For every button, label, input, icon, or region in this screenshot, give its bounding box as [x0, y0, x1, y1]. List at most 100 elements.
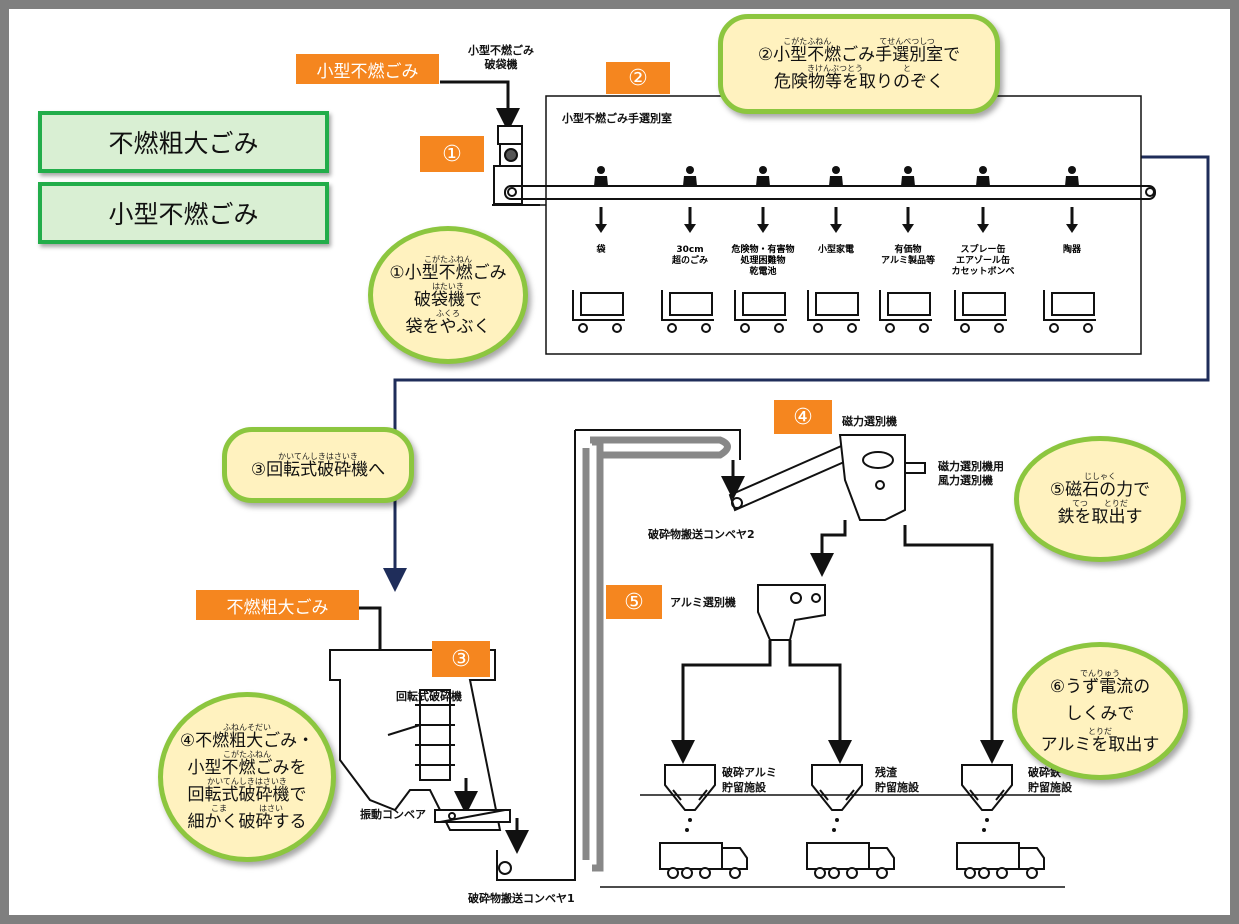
b6-ruby3: とりだ — [1088, 726, 1112, 736]
step-3-text: ③ — [451, 646, 471, 672]
conveyor-1-label: 破砕物搬送コンベヤ1 — [468, 892, 575, 905]
magnetic-separator-machine — [838, 434, 926, 521]
aluminum-storage-label: 破砕アルミ 貯留施設 — [722, 765, 777, 795]
bubble-crushing: ふねんそだい ④不燃粗大ごみ・ こがたふねん 小型不燃ごみを かいてんしきはさい… — [158, 692, 336, 862]
storage-hopper-truck — [659, 764, 748, 879]
vibrating-conveyor-machine — [434, 809, 511, 823]
b5-line2: 鉄を取出す — [1057, 507, 1143, 527]
worker-station — [1043, 166, 1096, 333]
wind-line2: 風力選別機 — [938, 474, 993, 487]
b4-ruby4: こま はさい — [211, 804, 283, 813]
residue-storage-line1: 残渣 — [875, 766, 897, 779]
b3-ruby1: かいてんしきはさいき — [278, 451, 358, 461]
b1-line3: 袋をやぶく — [405, 316, 491, 337]
rotary-crusher-label: 回転式破砕機 — [396, 690, 462, 703]
bubble-sorting-room: こがたふねん てせんべつしつ ②小型不燃ごみ手選別室で きけんぶつとう と 危険… — [718, 14, 1000, 114]
sort-item-line: アルミ製品等 — [881, 256, 935, 266]
b6-ruby1: でんりゅう — [1080, 668, 1120, 678]
sort-item-line: カセットボンベ — [951, 267, 1015, 277]
sort-item-line: エアゾール缶 — [955, 256, 1010, 266]
alu-arrow-left — [671, 640, 772, 764]
sort-item-label: スプレー缶エアゾール缶カセットボンベ — [947, 245, 1019, 278]
mag-arrow-iron — [903, 525, 1004, 764]
conveyor-2-label: 破砕物搬送コンベヤ2 — [648, 528, 755, 541]
b2-line2: 危険物等を取りのぞく — [774, 72, 944, 92]
storage-hopper-truck — [806, 764, 895, 879]
wind-line1: 磁力選別機用 — [938, 460, 1004, 473]
b2-ruby1: こがたふねん てせんべつしつ — [783, 37, 935, 46]
sorting-room-label: 小型不燃ごみ手選別室 — [562, 112, 672, 125]
category-small-label: 小型不燃ごみ — [108, 200, 259, 229]
sort-item-line: 陶器 — [1062, 245, 1081, 255]
bag-breaker-label: 小型不燃ごみ 破袋機 — [468, 44, 534, 72]
bubble-eddy-current: でんりゅう ⑥うず電流の しくみで とりだ アルミを取出す — [1012, 642, 1188, 780]
b1-line2: 破袋機で — [414, 289, 482, 310]
step-marker-4: ④ — [774, 400, 832, 434]
step-marker-5: ⑤ — [606, 585, 662, 619]
alu-storage-line2: 貯留施設 — [722, 781, 766, 794]
magnetic-separator-label: 磁力選別機 — [842, 415, 897, 428]
b2-ruby2: きけんぶつとう と — [807, 64, 911, 73]
b4-ruby2: こがたふねん — [223, 750, 271, 759]
step-4-text: ④ — [793, 404, 813, 430]
b1-ruby3: ふくろ — [436, 308, 460, 318]
b4-line3: 回転式破砕機で — [187, 785, 307, 805]
step-5-text: ⑤ — [624, 589, 644, 615]
input-small-text: 小型不燃ごみ — [316, 61, 419, 82]
input-label-bulky-waste: 不燃粗大ごみ — [196, 590, 359, 620]
sort-item-line: スプレー缶 — [960, 245, 1006, 255]
worker-station — [734, 166, 787, 333]
input-bulky-text: 不燃粗大ごみ — [226, 597, 329, 618]
magnetic-wind-label: 磁力選別機用 風力選別機 — [938, 460, 1004, 488]
sort-item-line: 小型家電 — [817, 245, 854, 255]
b5-line1: ⑤磁石の力で — [1049, 480, 1151, 500]
sort-item-label: 陶器 — [1036, 245, 1108, 256]
step-marker-2: ② — [606, 62, 670, 94]
b5-ruby2: てつ とりだ — [1072, 499, 1128, 508]
conveyor-2 — [728, 438, 862, 512]
sort-item-label: 危険物・有害物処理困難物乾電池 — [727, 245, 799, 278]
rotary-crusher-machine — [329, 649, 502, 831]
sort-item-line: 有価物 — [894, 245, 922, 255]
b6-line2: しくみで — [1065, 703, 1135, 724]
sort-item-line: 30cm — [676, 245, 704, 255]
step-2-text: ② — [628, 65, 648, 91]
b3-line1: ③回転式破砕機へ — [250, 459, 386, 480]
b6-line3: アルミを取出す — [1040, 734, 1160, 755]
worker-station — [954, 166, 1007, 333]
residue-storage-line2: 貯留施設 — [875, 781, 919, 794]
sorting-room-box — [545, 95, 1142, 355]
step-marker-3: ③ — [432, 641, 490, 677]
storage-group — [659, 764, 1045, 879]
aluminum-separator-machine — [757, 584, 826, 641]
bag-breaker-line1: 小型不燃ごみ — [468, 44, 534, 57]
worker-station — [807, 166, 860, 333]
aluminum-separator-label: アルミ選別機 — [670, 596, 736, 609]
worker-station — [572, 166, 625, 333]
workers-group — [572, 166, 1096, 333]
iron-storage-line2: 貯留施設 — [1028, 781, 1072, 794]
mag-arrow-down — [810, 520, 847, 577]
alu-storage-line1: 破砕アルミ — [722, 766, 777, 779]
worker-station — [661, 166, 714, 333]
input-label-small-waste: 小型不燃ごみ — [296, 54, 439, 84]
b4-line1: ④不燃粗大ごみ・ — [179, 731, 315, 751]
b5-ruby1: じしゃく — [1084, 472, 1116, 481]
sort-item-line: 処理困難物 — [740, 256, 786, 266]
sort-item-line: 超のごみ — [671, 256, 708, 266]
bubble-to-crusher: かいてんしきはさいき ③回転式破砕機へ — [222, 427, 414, 503]
b1-ruby2: はたいき — [432, 281, 464, 291]
step-1-text: ① — [442, 141, 462, 167]
b4-ruby1: ふねんそだい — [223, 723, 271, 732]
bubble-bag-breaker: こがたふねん ①小型不燃ごみ はたいき 破袋機で ふくろ 袋をやぶく — [368, 226, 528, 364]
bubble-magnet: じしゃく ⑤磁石の力で てつ とりだ 鉄を取出す — [1014, 436, 1186, 562]
sort-item-label: 有価物アルミ製品等 — [872, 245, 944, 267]
bag-breaker-line2: 破袋機 — [484, 58, 518, 71]
sort-item-label: 袋 — [565, 245, 637, 256]
b6-line1: ⑥うず電流の — [1049, 676, 1151, 697]
conveyor-1 — [496, 429, 741, 881]
input-arrow-small — [440, 80, 520, 132]
residue-storage-label: 残渣 貯留施設 — [875, 765, 919, 795]
sort-item-line: 袋 — [596, 245, 606, 255]
